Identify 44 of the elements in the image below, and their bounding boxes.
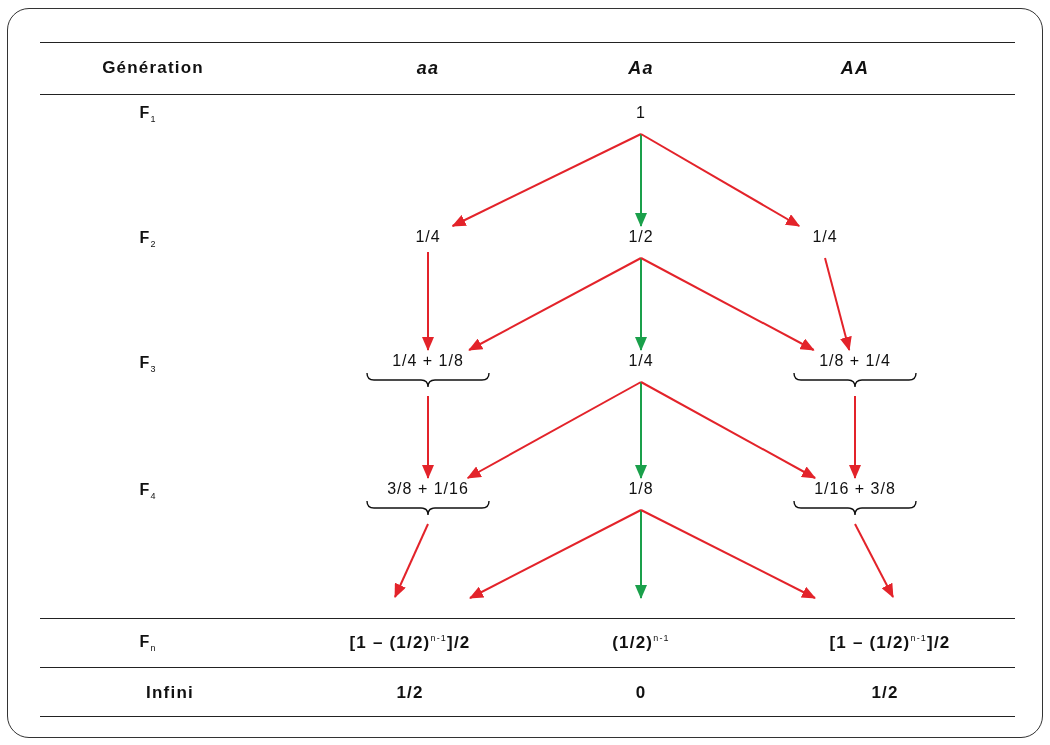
- arrow: [451, 133, 642, 227]
- generation-label: F$_{4}$: [139, 481, 157, 502]
- value-text: 1/8 + 1/4: [819, 351, 891, 371]
- generation-label: F$_{3}$: [139, 354, 157, 375]
- column-header: AA: [840, 58, 870, 79]
- arrow: [422, 251, 434, 351]
- value-text: 1/2: [871, 683, 899, 703]
- arrow: [635, 509, 647, 599]
- arrow: [849, 395, 861, 479]
- value-text: 1/2: [628, 227, 654, 247]
- value-text: 0: [635, 683, 647, 703]
- value-text: 1/8: [628, 479, 654, 499]
- value-text: 1/4: [628, 351, 654, 371]
- generation-label: Infini: [146, 683, 194, 703]
- arrow: [635, 133, 647, 227]
- value-text: (1/2)$^{n-1}$: [612, 633, 670, 653]
- arrow: [824, 257, 852, 351]
- value-text: 1/4: [415, 227, 441, 247]
- arrow: [640, 257, 815, 351]
- arrow: [640, 133, 801, 227]
- value-text: 1: [636, 103, 646, 123]
- column-header: Aa: [628, 58, 654, 79]
- arrow: [394, 523, 429, 598]
- generation-label: F$_{1}$: [139, 104, 157, 125]
- arrow: [469, 509, 642, 599]
- value-text: [1 – (1/2)$^{n-1}$]/2: [829, 633, 951, 653]
- value-text: 3/8 + 1/16: [387, 479, 469, 499]
- value-text: 1/2: [396, 683, 424, 703]
- arrow: [640, 381, 817, 479]
- value-text: 1/16 + 3/8: [814, 479, 896, 499]
- value-text: [1 – (1/2)$^{n-1}$]/2: [349, 633, 471, 653]
- column-header: aa: [416, 58, 440, 79]
- arrow: [466, 381, 642, 479]
- arrow: [854, 523, 894, 598]
- arrow: [635, 257, 647, 351]
- generation-label: F$_{2}$: [139, 229, 157, 250]
- arrow: [422, 395, 434, 479]
- arrow: [468, 257, 642, 351]
- value-text: 1/4 + 1/8: [392, 351, 464, 371]
- value-text: 1/4: [812, 227, 838, 247]
- generation-label: F$_{n}$: [139, 633, 157, 654]
- arrow: [635, 381, 647, 479]
- arrow: [640, 509, 816, 599]
- column-header: Génération: [102, 58, 204, 78]
